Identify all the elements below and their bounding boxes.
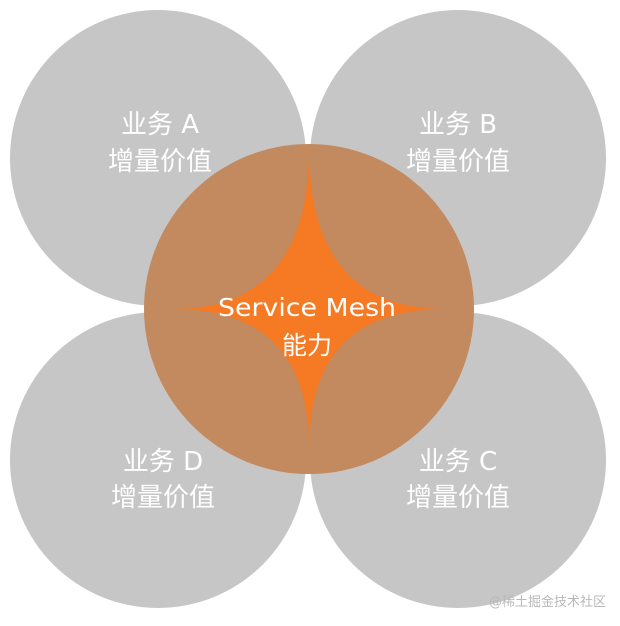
business-b-subtitle: 增量价值: [406, 147, 510, 177]
business-d-title: 业务 D: [123, 447, 203, 477]
watermark: @稀土掘金技术社区: [488, 595, 606, 610]
business-a-title: 业务 A: [121, 110, 199, 140]
service-mesh-subtitle: 能力: [282, 331, 332, 360]
business-a-subtitle: 增量价值: [108, 147, 212, 177]
business-c-subtitle: 增量价值: [406, 483, 510, 513]
service-mesh-title: Service Mesh: [218, 293, 396, 322]
business-b-title: 业务 B: [419, 110, 497, 140]
service-mesh-star-shape: [173, 148, 445, 448]
business-c-title: 业务 C: [419, 447, 497, 477]
business-d-subtitle: 增量价值: [111, 483, 215, 513]
